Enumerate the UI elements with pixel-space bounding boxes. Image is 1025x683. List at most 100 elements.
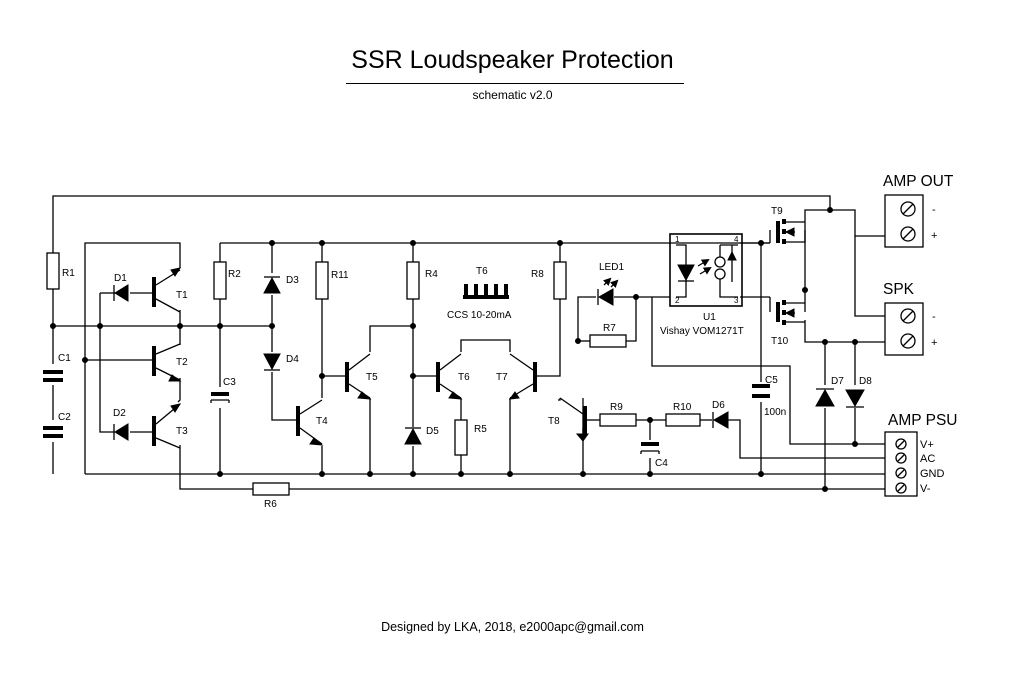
label-u1: U1 — [703, 312, 716, 323]
title-underline — [346, 83, 684, 84]
resistor-r2 — [213, 261, 227, 300]
label-d2: D2 — [113, 408, 126, 419]
wires — [52, 195, 885, 490]
label-t4: T4 — [316, 416, 328, 427]
resistors — [46, 252, 701, 496]
capacitor-c1 — [43, 370, 63, 382]
capacitors — [43, 370, 770, 454]
label-pin2: 2 — [675, 296, 680, 305]
diode-d3 — [263, 276, 281, 294]
capacitor-c3 — [210, 392, 230, 403]
label-d5: D5 — [426, 426, 439, 437]
label-r11: R11 — [331, 270, 349, 281]
resistor-r6 — [252, 482, 290, 496]
label-r1: R1 — [62, 268, 75, 279]
resistor-r9 — [599, 413, 637, 427]
label-pin3: 3 — [734, 296, 739, 305]
resistor-r7 — [589, 334, 627, 348]
diodes — [113, 276, 865, 445]
psu-pin-gnd: GND — [920, 468, 945, 480]
label-led1: LED1 — [599, 262, 624, 273]
transistors — [152, 267, 589, 449]
spk-plus: + — [931, 337, 937, 349]
diode-d4 — [263, 353, 281, 371]
amp-out-minus: - — [932, 204, 936, 216]
diode-d7 — [815, 388, 835, 407]
label-d3: D3 — [286, 275, 299, 286]
label-r5: R5 — [474, 424, 487, 435]
label-c5: C5 — [765, 375, 778, 386]
capacitor-c5 — [752, 384, 770, 398]
connector-amp-psu — [884, 431, 918, 497]
connector-amp-out — [884, 194, 924, 248]
psu-pin-vplus: V+ — [920, 439, 934, 451]
spk-minus: - — [932, 311, 936, 323]
transistor-t3 — [152, 403, 182, 449]
diode-d2 — [113, 423, 129, 441]
label-t2: T2 — [176, 357, 188, 368]
transistor-t1 — [152, 267, 182, 313]
label-c5-value: 100n — [764, 407, 786, 418]
label-t8: T8 — [548, 416, 560, 427]
junctions — [50, 207, 858, 492]
label-t6: T6 — [458, 372, 470, 383]
label-t9: T9 — [771, 206, 783, 217]
component-labels: R1 C1 C2 D1 D2 T1 T2 T3 R2 C3 D3 D4 T4 R… — [58, 206, 872, 510]
heatsink-icon — [463, 284, 509, 299]
resistor-r8 — [553, 261, 567, 300]
label-t3: T3 — [176, 426, 188, 437]
label-d1: D1 — [114, 273, 127, 284]
amp-out-title: AMP OUT — [883, 173, 954, 190]
resistor-r11 — [315, 261, 329, 300]
label-u1-part: Vishay VOM1271T — [660, 326, 744, 337]
schematic-title: SSR Loudspeaker Protection — [351, 46, 674, 74]
transistor-t5 — [345, 353, 372, 400]
capacitor-c4 — [640, 442, 660, 454]
connector-spk — [884, 302, 924, 356]
amp-out-plus: + — [931, 230, 937, 242]
label-r8: R8 — [531, 269, 544, 280]
label-c4: C4 — [655, 458, 668, 469]
label-t5: T5 — [366, 372, 378, 383]
label-r9: R9 — [610, 402, 623, 413]
label-r7: R7 — [603, 323, 616, 334]
psu-pin-ac: AC — [920, 453, 935, 465]
optocoupler-u1 — [669, 233, 743, 307]
led-led1 — [597, 277, 619, 306]
label-r6: R6 — [264, 499, 277, 510]
mosfet-t9 — [776, 219, 806, 244]
resistor-r10 — [665, 413, 701, 427]
diode-d8 — [845, 389, 865, 408]
resistor-r4 — [406, 261, 420, 300]
diode-d1 — [113, 284, 129, 302]
label-c2: C2 — [58, 412, 71, 423]
label-c1: C1 — [58, 353, 71, 364]
transistor-t6 — [436, 353, 463, 400]
label-t6-top: T6 — [476, 266, 488, 277]
label-pin4: 4 — [734, 235, 739, 244]
label-r10: R10 — [673, 402, 692, 413]
label-d8: D8 — [859, 376, 872, 387]
transistor-t4 — [296, 399, 324, 446]
transistor-t7 — [508, 353, 537, 400]
spk-title: SPK — [883, 281, 915, 298]
label-d4: D4 — [286, 354, 299, 365]
label-t10: T10 — [771, 336, 789, 347]
label-t1: T1 — [176, 290, 188, 301]
mosfet-t10 — [776, 300, 805, 325]
diode-d5 — [404, 427, 422, 445]
resistor-r5 — [454, 419, 468, 456]
resistor-r1 — [46, 252, 60, 290]
label-ccs: CCS 10-20mA — [447, 310, 512, 321]
schematic-subtitle: schematic v2.0 — [472, 88, 553, 102]
psu-pin-vminus: V- — [920, 483, 931, 495]
transistor-t2 — [152, 343, 182, 382]
capacitor-c2 — [43, 426, 63, 438]
amp-psu-title: AMP PSU — [888, 412, 958, 429]
transistor-t8 — [559, 397, 589, 442]
label-r2: R2 — [228, 269, 241, 280]
label-d6: D6 — [712, 400, 725, 411]
label-t7: T7 — [496, 372, 508, 383]
label-r4: R4 — [425, 269, 438, 280]
